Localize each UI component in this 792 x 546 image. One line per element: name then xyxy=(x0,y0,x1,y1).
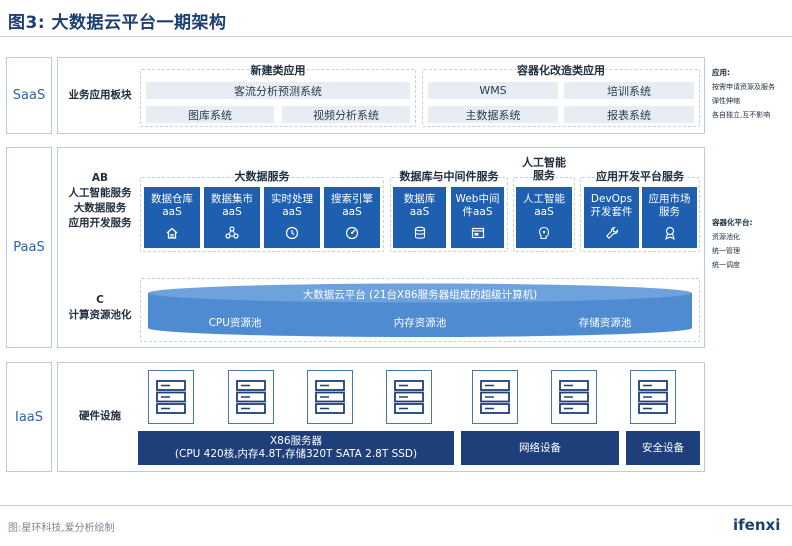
db-group-title: 数据库与中间件服务 xyxy=(399,170,499,183)
label-compute-pooling: 计算资源池化 xyxy=(68,309,132,321)
app-master-data: 主数据系统 xyxy=(428,106,558,123)
bigdata-group xyxy=(140,177,384,252)
brain-icon xyxy=(536,225,552,241)
svc-web-middleware: Web中间件aaS xyxy=(451,187,504,248)
title-divider xyxy=(0,36,792,37)
new-apps-group xyxy=(140,69,416,127)
label-bigdata-service: 大数据服务 xyxy=(73,202,127,214)
layer-saas: SaaS xyxy=(6,57,52,134)
svc-app-market: 应用市场服务 xyxy=(642,187,697,248)
gauge-icon xyxy=(344,225,360,241)
side-note-container: 容器化平台: 资源池化 统一管理 统一调度 xyxy=(712,216,792,272)
server-icon xyxy=(630,370,676,424)
platform-cylinder xyxy=(148,283,692,337)
db-group xyxy=(390,177,508,252)
home-icon xyxy=(164,225,180,241)
platform-title: 大数据云平台 (21台X86服务器组成的超级计算机) xyxy=(302,289,538,301)
side-note-container-line: 资源池化 xyxy=(712,233,740,241)
pool-storage: 存储资源池 xyxy=(578,317,632,329)
side-note-app-line: 各自独立,互不影响 xyxy=(712,111,771,119)
bar-x86-server: X86服务器 (CPU 420核,内存4.8T,存储320T SATA 2.8T… xyxy=(138,431,454,465)
x86-title: X86服务器 xyxy=(269,435,323,447)
server-icon xyxy=(148,370,194,424)
network-icon xyxy=(224,225,240,241)
container-apps-group xyxy=(422,69,700,127)
bar-network-device: 网络设备 xyxy=(461,431,619,465)
app-gallery: 图库系统 xyxy=(146,106,274,123)
compute-pool-area xyxy=(140,278,700,342)
layer-paas: PaaS xyxy=(6,147,52,348)
side-note-container-line: 统一管理 xyxy=(712,247,740,255)
iaas-left-label: 硬件设施 xyxy=(79,410,121,422)
side-note-app: 应用: 按需申请资源及服务 弹性伸缩 各自独立,互不影响 xyxy=(712,66,792,122)
ifenxi-logo: ifenxi xyxy=(733,516,781,534)
ai-title-line1: 人工智能 xyxy=(522,156,566,169)
wrench-icon xyxy=(604,225,620,241)
footer-divider xyxy=(0,505,792,506)
server-icon xyxy=(386,370,432,424)
server-icon xyxy=(228,370,274,424)
page-title: 图3: 大数据云平台一期架构 xyxy=(8,13,227,33)
side-note-container-line: 统一调度 xyxy=(712,261,740,269)
server-icon xyxy=(472,370,518,424)
app-training: 培训系统 xyxy=(564,82,694,99)
bigdata-group-title: 大数据服务 xyxy=(234,170,290,183)
ai-group-title: 人工智能 服务 xyxy=(509,156,579,182)
app-traffic-analysis: 客流分析预测系统 xyxy=(146,82,410,99)
side-note-app-line: 弹性伸缩 xyxy=(712,97,740,105)
new-apps-title: 新建类应用 xyxy=(250,64,306,77)
ai-title-line2: 服务 xyxy=(533,169,555,182)
clock-icon xyxy=(284,225,300,241)
window-icon xyxy=(470,225,486,241)
side-note-container-title: 容器化平台: xyxy=(712,218,753,227)
label-ai-service: 人工智能服务 xyxy=(68,187,132,199)
label-appdev-service: 应用开发服务 xyxy=(68,217,132,229)
label-ab: AB xyxy=(91,172,109,184)
container-apps-title: 容器化改造类应用 xyxy=(517,64,605,77)
pool-cpu: CPU资源池 xyxy=(208,317,262,329)
appdev-group xyxy=(580,177,700,252)
saas-left-label: 业务应用板块 xyxy=(68,89,132,101)
bar-security-device: 安全设备 xyxy=(626,431,700,465)
app-video-analysis: 视频分析系统 xyxy=(282,106,410,123)
award-icon xyxy=(662,225,678,241)
paas-left-label-services: AB 人工智能服务 大数据服务 应用开发服务 xyxy=(62,171,138,231)
database-icon xyxy=(412,225,428,241)
layer-iaas: IaaS xyxy=(6,362,52,472)
side-note-app-title: 应用: xyxy=(712,68,730,77)
ai-group xyxy=(513,177,575,252)
app-wms: WMS xyxy=(428,82,558,99)
label-c: C xyxy=(96,294,104,306)
paas-left-label-compute: C 计算资源池化 xyxy=(62,293,138,323)
footer-source: 图:星环科技,爱分析绘制 xyxy=(8,523,115,534)
x86-spec: (CPU 420核,内存4.8T,存储320T SATA 2.8T SSD) xyxy=(174,448,418,460)
app-report: 报表系统 xyxy=(564,106,694,123)
side-note-app-line: 按需申请资源及服务 xyxy=(712,83,775,91)
server-icon xyxy=(551,370,597,424)
pool-memory: 内存资源池 xyxy=(393,317,447,329)
server-icon xyxy=(307,370,353,424)
appdev-group-title: 应用开发平台服务 xyxy=(596,170,684,183)
